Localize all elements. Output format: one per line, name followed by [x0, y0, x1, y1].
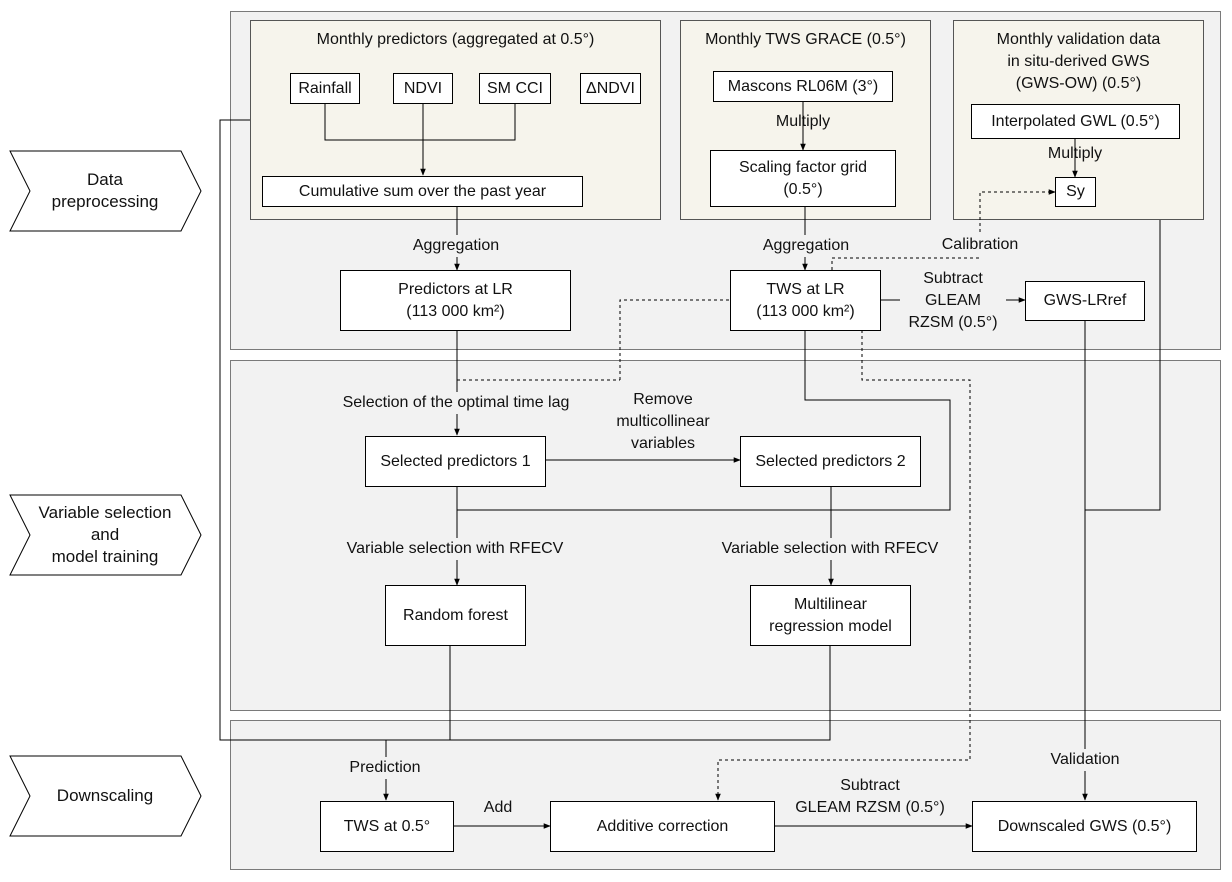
interpolated-gwl-box: Interpolated GWL (0.5°) — [971, 104, 1180, 139]
subtract-gleam-label-1: Subtract GLEAM RZSM (0.5°) — [900, 268, 1006, 334]
aggregation-label-2: Aggregation — [750, 235, 862, 257]
multilinear-regression-box: Multilinear regression model — [750, 585, 911, 646]
aggregation-label-1: Aggregation — [400, 235, 512, 257]
validation-label: Validation — [1035, 749, 1135, 771]
subtract-gleam-label-2: Subtract GLEAM RZSM (0.5°) — [795, 777, 945, 816]
grace-group-title: Monthly TWS GRACE (0.5°) — [705, 31, 906, 48]
training-panel — [230, 360, 1221, 711]
predictors-group-title: Monthly predictors (aggregated at 0.5°) — [316, 31, 595, 48]
delta-ndvi-box: ΔNDVI — [580, 73, 641, 104]
tws-05-box: TWS at 0.5° — [320, 801, 454, 852]
downscaled-gws-box: Downscaled GWS (0.5°) — [972, 801, 1197, 852]
selected-predictors-2-box: Selected predictors 2 — [740, 436, 921, 487]
validation-group-title: Monthly validation data in situ-derived … — [996, 31, 1161, 92]
calibration-label: Calibration — [930, 234, 1030, 256]
tws-lr-box: TWS at LR (113 000 km²) — [730, 270, 881, 331]
multiply-label-2: Multiply — [1047, 145, 1103, 162]
mascons-box: Mascons RL06M (3°) — [713, 71, 893, 102]
optimal-time-lag-label: Selection of the optimal time lag — [320, 392, 592, 414]
remove-multicollinear-label: Remove multicollinear variables — [616, 391, 710, 452]
gws-lrref-box: GWS-LRref — [1025, 281, 1145, 321]
prediction-label: Prediction — [335, 757, 435, 779]
ndvi-box: NDVI — [393, 73, 453, 104]
rainfall-box: Rainfall — [290, 73, 360, 104]
stage-training-label: Variable selection and model training — [38, 503, 172, 566]
sm-cci-box: SM CCI — [479, 73, 551, 104]
selected-predictors-1-box: Selected predictors 1 — [365, 436, 546, 487]
additive-correction-box: Additive correction — [550, 801, 775, 852]
stage-preprocessing-label: Data preprocessing — [51, 170, 159, 211]
chevron-preprocessing — [9, 150, 202, 232]
cumulative-sum-box: Cumulative sum over the past year — [262, 176, 583, 207]
rfecv-label-2: Variable selection with RFECV — [700, 538, 960, 560]
stage-downscaling-label: Downscaling — [56, 786, 154, 805]
chevron-downscaling — [9, 755, 202, 837]
predictors-lr-box: Predictors at LR (113 000 km²) — [340, 270, 571, 331]
random-forest-box: Random forest — [385, 585, 526, 646]
add-label: Add — [483, 799, 513, 816]
multiply-label-1: Multiply — [775, 113, 831, 130]
chevron-training — [9, 494, 202, 576]
sy-box: Sy — [1055, 177, 1096, 207]
scaling-factor-box: Scaling factor grid (0.5°) — [710, 150, 896, 207]
rfecv-label-1: Variable selection with RFECV — [325, 538, 585, 560]
